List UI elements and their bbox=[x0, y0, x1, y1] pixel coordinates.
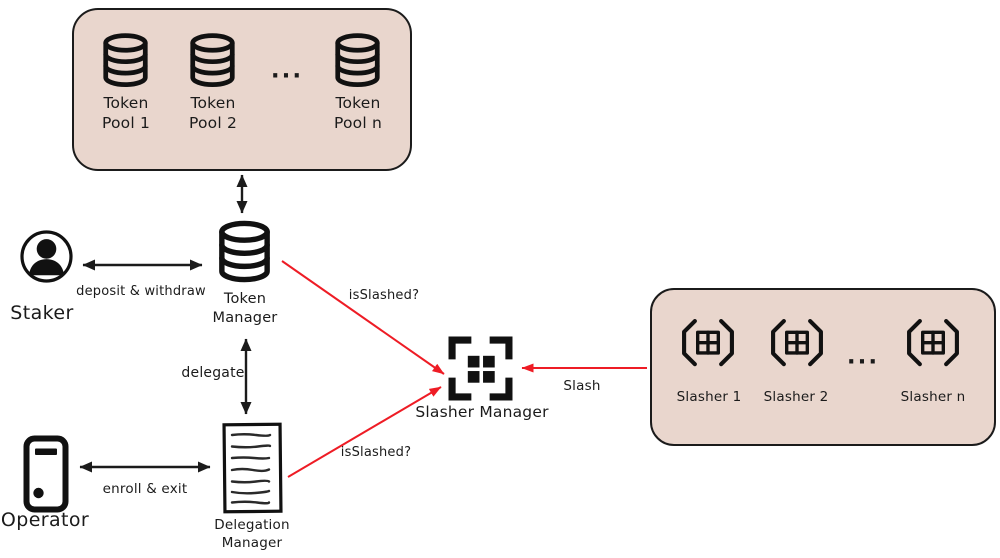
slasher-n-label: Slasher n bbox=[901, 389, 966, 407]
operator-label-text: Operator bbox=[0, 509, 90, 531]
token-manager-label: Token Manager bbox=[213, 290, 278, 328]
database-icon bbox=[98, 32, 153, 90]
slasher-icon bbox=[903, 317, 963, 372]
database-icon bbox=[185, 32, 240, 90]
document-icon bbox=[222, 422, 283, 514]
database-icon bbox=[213, 220, 276, 285]
token-pool-n-line1: Token bbox=[335, 94, 381, 112]
token-pool-1-label: Token Pool 1 bbox=[102, 93, 150, 133]
delegation-manager-line1: Delegation bbox=[214, 517, 290, 533]
token-pool-n-label: Token Pool n bbox=[334, 93, 382, 133]
slasher-1-label: Slasher 1 bbox=[677, 389, 742, 407]
token-pool-1-line1: Token bbox=[103, 94, 149, 112]
token-pool-2-line1: Token bbox=[190, 94, 236, 112]
token-pool-2-line2: Pool 2 bbox=[188, 114, 238, 133]
database-icon bbox=[330, 32, 385, 90]
token-pool-n-line2: Pool n bbox=[333, 114, 383, 133]
server-icon bbox=[23, 435, 69, 513]
slash-label: Slash bbox=[563, 378, 601, 394]
token-pool-2-label: Token Pool 2 bbox=[189, 93, 237, 133]
person-icon bbox=[18, 227, 75, 286]
slasher-manager-label: Slasher Manager bbox=[415, 402, 548, 422]
staker-label-text: Staker bbox=[10, 302, 74, 324]
enroll-exit-label: enroll & exit bbox=[102, 481, 188, 497]
slasher-2-label-text: Slasher 2 bbox=[763, 389, 829, 405]
isslashed-top-label: isSlashed? bbox=[348, 288, 420, 303]
slasher-manager-label-text: Slasher Manager bbox=[415, 403, 549, 421]
deposit-withdraw-label: deposit & withdraw bbox=[76, 284, 206, 299]
modules-icon bbox=[448, 336, 513, 401]
delegation-manager-label: Delegation Manager bbox=[214, 517, 289, 552]
isslashed-bottom-label: isSlashed? bbox=[340, 445, 412, 460]
token-pool-1-line2: Pool 1 bbox=[101, 114, 151, 133]
slashers-ellipsis: ... bbox=[846, 343, 880, 370]
slasher-n-label-text: Slasher n bbox=[900, 389, 966, 405]
slasher-2-label: Slasher 2 bbox=[764, 389, 829, 407]
token-manager-line1: Token bbox=[223, 291, 267, 307]
delegation-manager-line2: Manager bbox=[221, 534, 283, 551]
slashers-box bbox=[650, 288, 996, 446]
slasher-icon bbox=[678, 317, 738, 372]
staker-label: Staker bbox=[10, 301, 73, 326]
slasher-icon bbox=[767, 317, 827, 372]
delegate-label: delegate bbox=[181, 365, 245, 381]
isslashed-top-arrow bbox=[281, 260, 445, 375]
token-manager-line2: Manager bbox=[212, 309, 278, 326]
slasher-1-label-text: Slasher 1 bbox=[676, 389, 742, 405]
isslashed-bottom-arrow bbox=[287, 386, 442, 478]
operator-label: Operator bbox=[1, 508, 89, 533]
token-pools-ellipsis: ... bbox=[270, 57, 304, 84]
